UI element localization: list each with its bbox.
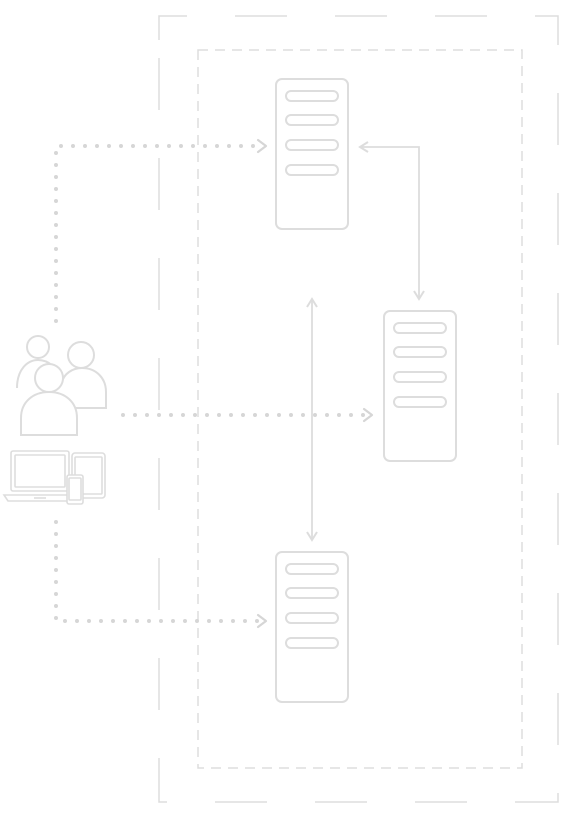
link-top-to-middle bbox=[358, 141, 425, 301]
inner-zone-boundary bbox=[197, 49, 523, 769]
devices-icon bbox=[2, 450, 106, 505]
dotted-connector-middle bbox=[121, 407, 374, 423]
server-middle bbox=[383, 310, 457, 462]
outer-zone-boundary bbox=[158, 15, 559, 803]
server-top bbox=[275, 78, 349, 230]
server-bottom bbox=[275, 551, 349, 703]
dotted-connector-top bbox=[54, 138, 268, 323]
users-icon bbox=[16, 335, 107, 436]
dotted-connector-bottom bbox=[54, 520, 268, 629]
